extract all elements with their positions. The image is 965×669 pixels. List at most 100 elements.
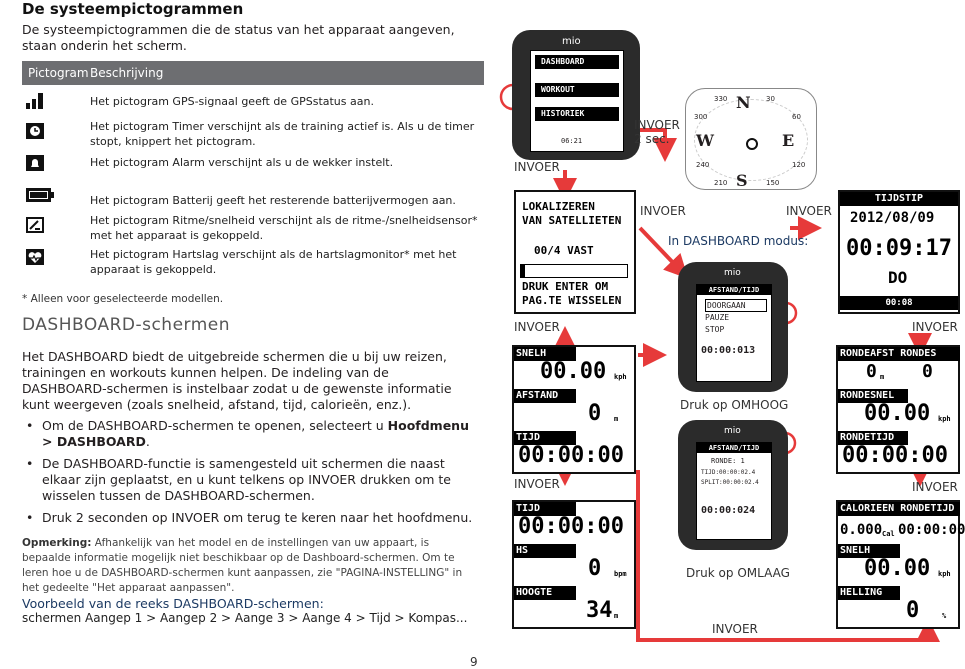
device-up: mio AFSTAND/TIJD DOORGAAN PAUZE STOP 00:… xyxy=(678,262,788,392)
field-label: SNELH xyxy=(514,347,576,361)
time-title: TIJDSTIP xyxy=(840,192,958,206)
field-value: 34 xyxy=(586,598,613,623)
compass-tick: 300 xyxy=(694,113,708,121)
row-text: Het pictogram Hartslag verschijnt als de… xyxy=(90,248,457,276)
footnote: * Alleen voor geselecteerde modellen. xyxy=(22,293,224,305)
field-value: 00.00 xyxy=(864,401,931,426)
field-label: CALORIEEN RONDETIJD xyxy=(838,502,960,516)
dashboard-screen-4: CALORIEEN RONDETIJD 0.000 Cal 00:00:00 S… xyxy=(836,500,965,629)
field-label: TIJD xyxy=(514,502,576,516)
compass-tick: 330 xyxy=(714,95,728,103)
label-druk-omhoog: Druk op OMHOOG xyxy=(680,398,789,412)
device-value: 00:00:013 xyxy=(701,345,756,356)
field-label: HS xyxy=(514,544,576,558)
lap-info: RONDE: 1 xyxy=(711,457,745,465)
field-unit: Cal xyxy=(882,530,895,538)
timer-icon xyxy=(26,123,44,139)
label-invoer: INVOER xyxy=(712,622,758,636)
field-value: 00:00:00 xyxy=(842,443,948,468)
list-item: De DASHBOARD-functie is samengesteld uit… xyxy=(22,456,477,504)
bullet-list: Om de DASHBOARD-schermen te openen, sele… xyxy=(22,418,477,532)
compass-tick: 240 xyxy=(696,161,710,169)
label-2sec: 2 sec. xyxy=(634,132,670,146)
device-main-screen: DASHBOARD WORKOUT HISTORIEK 06:21 xyxy=(530,50,624,152)
menu-stop[interactable]: STOP xyxy=(705,325,725,334)
field-label: RONDETIJD xyxy=(838,431,908,445)
compass-s: S xyxy=(736,171,748,190)
menu-pauze[interactable]: PAUZE xyxy=(705,313,730,322)
time-day: DO xyxy=(888,268,908,287)
field-value: 00:00:00 xyxy=(518,443,624,468)
dashboard-screen-2: TIJD 00:00:00 HS 0 bpm HOOGTE 34 m xyxy=(512,500,636,629)
compass-w: W xyxy=(696,131,714,150)
heart-rate-icon xyxy=(26,249,44,265)
device-title: AFSTAND/TIJD xyxy=(697,443,771,453)
time-clock: 00:09:17 xyxy=(846,236,952,261)
label-invoer: INVOER xyxy=(514,160,560,174)
col-pictogram: Pictogram xyxy=(28,66,89,80)
label-invoer: INVOER xyxy=(640,204,686,218)
note-paragraph: Opmerking: Afhankelijk van het model en … xyxy=(22,537,463,594)
field-label: SNELH xyxy=(838,544,900,558)
row-text: Het pictogram GPS-signaal geeft de GPSst… xyxy=(90,95,374,108)
field-unit: kph xyxy=(938,415,951,423)
field-label: AFSTAND xyxy=(514,389,576,403)
list-item: Om de DASHBOARD-schermen te openen, sele… xyxy=(22,418,477,450)
compass-tick: 60 xyxy=(792,113,801,121)
field-label: RONDEAFST RONDES xyxy=(838,347,960,361)
device-title: AFSTAND/TIJD xyxy=(697,285,771,295)
arrow-right xyxy=(638,226,689,279)
compass-tick: 150 xyxy=(766,179,780,187)
list-item: Druk 2 seconden op INVOER om terug te ke… xyxy=(22,510,477,526)
time-bottom: 00:08 xyxy=(840,296,958,310)
row-text: Het pictogram Ritme/snelheid verschijnt … xyxy=(90,214,478,242)
gps-signal-icon xyxy=(26,93,43,109)
sat-line: LOKALIZEREN xyxy=(522,200,595,213)
page-title: De systeempictogrammen xyxy=(22,0,244,18)
field-value: 00.00 xyxy=(540,359,607,384)
field-value: 0 xyxy=(866,361,877,382)
dashboard-screen-3: RONDEAFST RONDES 0 m 0 RONDESNEL 00.00 k… xyxy=(836,345,960,474)
field-value: 00:00:00 xyxy=(518,514,624,539)
col-beschrijving: Beschrijving xyxy=(90,66,164,80)
example-title: Voorbeeld van de reeks DASHBOARD-scherme… xyxy=(22,596,324,611)
field-unit: kph xyxy=(614,373,627,381)
label-invoer: INVOER xyxy=(514,320,560,334)
field-value: 0 xyxy=(922,361,933,382)
label-in-dashboard: In DASHBOARD modus: xyxy=(668,234,809,248)
table-header: Pictogram Beschrijving xyxy=(22,61,484,85)
sat-line: DRUK ENTER OM xyxy=(522,280,609,293)
lap-info: TIJD:00:00:02.4 xyxy=(701,469,756,476)
page-number: 9 xyxy=(470,655,478,669)
arrow-return xyxy=(636,470,940,642)
label-invoer: INVOER xyxy=(514,477,560,491)
label-invoer: INVOER xyxy=(912,320,958,334)
lap-info: SPLIT:00:00:02.4 xyxy=(701,479,759,486)
field-unit: m xyxy=(614,612,619,620)
compass-n: N xyxy=(736,93,751,112)
compass-e: E xyxy=(782,131,795,150)
row-text: Het pictogram Alarm verschijnt als u de … xyxy=(90,156,394,169)
satellite-screen: LOKALIZEREN VAN SATELLIETEN 00/4 VAST DR… xyxy=(514,190,636,314)
label-invoer: INVOER xyxy=(912,480,958,494)
time-date: 2012/08/09 xyxy=(850,210,935,226)
field-label: TIJD xyxy=(514,431,576,445)
menu-historiek[interactable]: HISTORIEK xyxy=(535,107,619,121)
menu-doorgaan[interactable]: DOORGAAN xyxy=(705,299,767,312)
compass-tick: 30 xyxy=(766,95,775,103)
device-value: 00:00:024 xyxy=(701,505,756,516)
compass-center-icon xyxy=(746,138,758,150)
section-title: DASHBOARD-schermen xyxy=(22,315,231,335)
brand-logo: mio xyxy=(724,426,741,436)
sat-line: 00/4 VAST xyxy=(534,244,594,257)
menu-workout[interactable]: WORKOUT xyxy=(535,83,619,97)
compass-tick: 210 xyxy=(714,179,728,187)
row-text: Het pictogram Timer verschijnt als de tr… xyxy=(90,120,475,148)
label-druk-omlaag: Druk op OMLAAG xyxy=(686,566,790,580)
field-unit: m xyxy=(614,415,619,423)
menu-dashboard[interactable]: DASHBOARD xyxy=(535,55,619,69)
cadence-sensor-icon xyxy=(26,217,44,233)
label-invoer: INVOER xyxy=(786,204,832,218)
field-unit: m xyxy=(880,373,885,381)
field-value: 0.000 xyxy=(840,522,883,538)
